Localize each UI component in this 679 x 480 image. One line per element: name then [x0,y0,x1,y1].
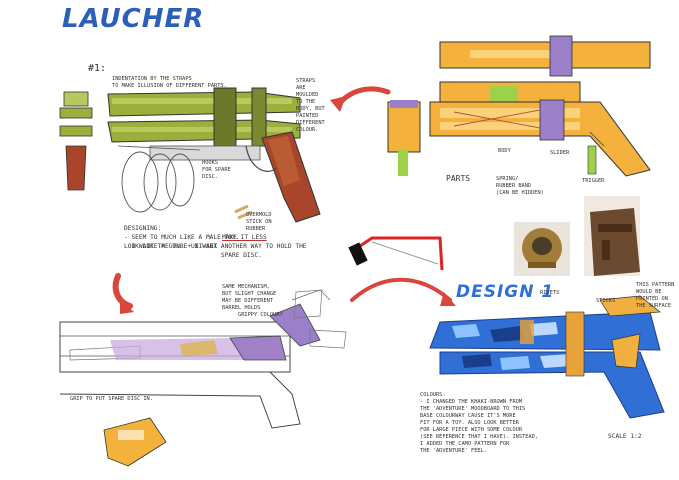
note-hooks: HOOKS FOR SPARE DISC. [202,160,231,180]
note-straps: STRAPS ARE MOULDED TO THE BODY, BUT PAIN… [296,78,325,133]
parts-diagram [387,35,651,177]
note-indentation: INDENTATION BY THE STRAPS TO MAKE ILLUSI… [112,76,227,89]
label-slider: SLIDER [550,150,570,156]
note-designing: DESIGNING: - SEEM TO MUCH LIKE A MALE TO… [124,225,240,250]
label-rivets: RIVETS [540,290,560,296]
note-same-mechanism: SAME MECHANISM, BUT SLIGHT CHANGE MAY BE… [222,284,277,311]
section-number: #1: [88,63,107,74]
note-designing-more: LOOK LIKE A GUN + I WANT ANOTHER WAY TO … [124,243,307,259]
note-colours: COLOURS: - I CHANGED THE KHAKI-BROWN FRO… [420,392,538,454]
reference-hacksaw [348,236,444,271]
launcher-sketch-1 [59,87,321,223]
launcher-sketch-2 [59,289,347,467]
label-trigger: TRIGGER [582,178,605,184]
reference-helmet [514,222,570,276]
label-spring: SPRING/ RUBBER BAND (CAN BE HIDDEN) [496,176,544,196]
design-title: DESIGN 1 [456,282,555,302]
note-scale: SCALE 1:2 [608,433,642,440]
note-grip-slot: GRIP TO PUT SPARE DISC IN. [70,396,153,402]
page-title: LAUCHER [62,4,205,34]
label-sticks: STICKS [596,298,616,304]
note-grip-colour: GRIPPY COLOUR? [238,312,283,318]
note-designing-underline: MAKE IT LESS [222,234,267,241]
design1-launcher [429,295,665,419]
note-overmold: OVERMOLD STICK ON RUBBER [246,212,272,232]
note-tail-pattern: THIS PATTERN WOULD BE PRINTED ON THE SUR… [636,282,675,309]
label-body: BODY [498,148,511,154]
reference-bag [584,196,640,276]
label-parts: PARTS [446,174,471,183]
